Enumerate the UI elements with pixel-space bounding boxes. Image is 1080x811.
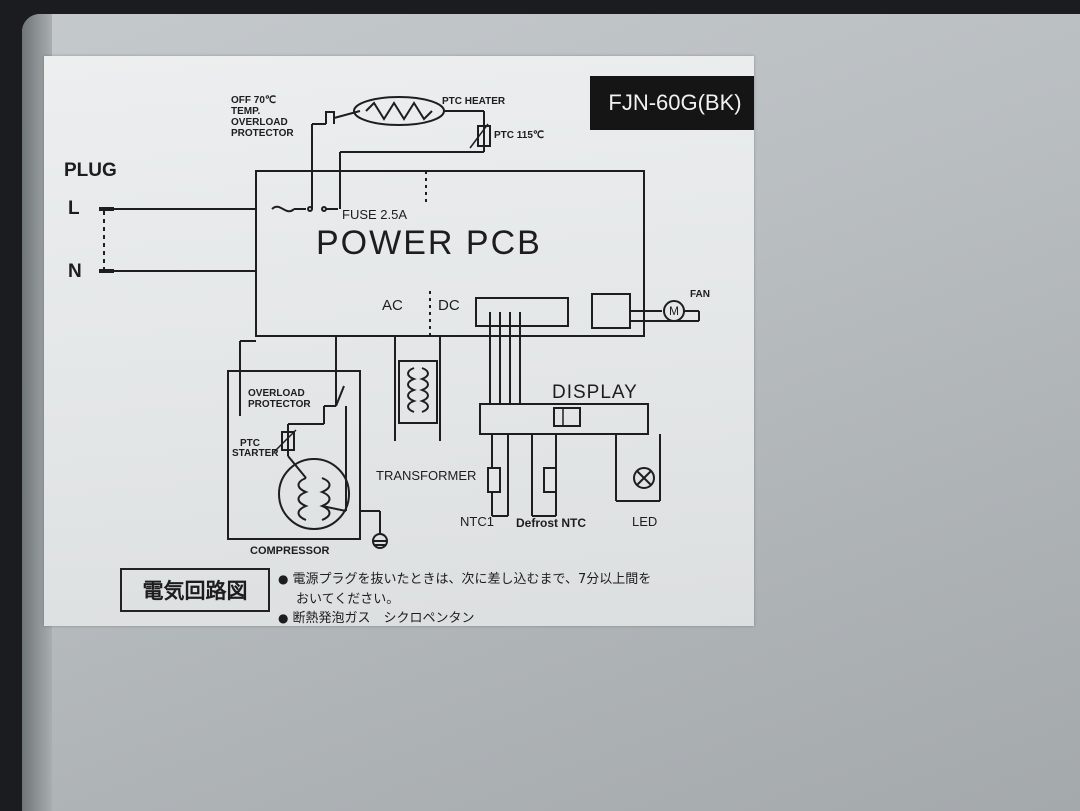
compressor-block-box bbox=[227, 370, 361, 540]
led-symbol bbox=[633, 467, 655, 489]
power-pcb-box bbox=[255, 170, 645, 337]
ntc1-label: NTC1 bbox=[460, 514, 494, 529]
fan-driver-box bbox=[591, 293, 631, 329]
display-digits bbox=[553, 407, 581, 427]
top-protector-label: PROTECTOR bbox=[231, 128, 294, 139]
motor-symbol-label: M bbox=[669, 304, 679, 318]
ptc-label: PTC bbox=[240, 438, 260, 449]
defrost-ntc-symbol bbox=[543, 467, 557, 493]
note-line-1: ●電源プラグを抜いたときは、次に差し込むまで、7分以上間を bbox=[278, 568, 651, 587]
starter-label: STARTER bbox=[232, 448, 279, 459]
model-number-box: FJN-60G(BK) bbox=[590, 76, 754, 130]
ntc1-symbol bbox=[487, 467, 501, 493]
model-number: FJN-60G(BK) bbox=[608, 90, 742, 115]
circuit-diagram-title-box: 電気回路図 bbox=[120, 568, 270, 612]
circuit-diagram-title: 電気回路図 bbox=[142, 579, 248, 603]
top-overload-label: OVERLOAD bbox=[231, 117, 288, 128]
ptc-starter-symbol bbox=[281, 431, 295, 451]
note-line-2: おいてください。 bbox=[296, 588, 399, 607]
circuit-diagram bbox=[99, 96, 700, 549]
fuse-label: FUSE 2.5A bbox=[342, 207, 408, 222]
off-temp-label: OFF 70℃ bbox=[231, 95, 277, 106]
led-label: LED bbox=[632, 514, 658, 529]
ptc-heater-label: PTC HEATER bbox=[442, 96, 506, 107]
ptc-115-label: PTC 115℃ bbox=[494, 130, 545, 141]
top-overload-switch bbox=[325, 111, 335, 124]
plug-l-label: L bbox=[68, 198, 80, 219]
power-pcb-label: POWER PCB bbox=[316, 224, 542, 262]
bullet-1: ● bbox=[278, 572, 289, 586]
display-board-box bbox=[479, 403, 649, 435]
note-text-1: 電源プラグを抜いたときは、次に差し込むまで、7分以上間を bbox=[292, 572, 652, 587]
transformer-symbol bbox=[398, 360, 438, 424]
ac-label: AC bbox=[382, 297, 403, 314]
temp-label: TEMP. bbox=[231, 106, 261, 117]
ptc-115-symbol bbox=[477, 125, 491, 147]
note-text-2: おいてください。 bbox=[296, 592, 400, 607]
dc-connector-block bbox=[475, 297, 569, 327]
plug-label: PLUG bbox=[64, 160, 117, 181]
defrost-ntc-label: Defrost NTC bbox=[516, 516, 587, 530]
fuse-symbol bbox=[271, 205, 295, 213]
comp-protector-label: PROTECTOR bbox=[248, 399, 311, 410]
compressor-label: COMPRESSOR bbox=[250, 545, 330, 557]
display-label: DISPLAY bbox=[552, 382, 638, 403]
comp-overload-label: OVERLOAD bbox=[248, 388, 305, 399]
transformer-label: TRANSFORMER bbox=[376, 468, 477, 483]
note-line-3: ●断熱発泡ガス シクロペンタン bbox=[278, 607, 475, 626]
bullet-3: ● bbox=[278, 611, 289, 625]
note-text-3: 断熱発泡ガス シクロペンタン bbox=[292, 611, 475, 626]
fan-label: FAN bbox=[690, 289, 710, 300]
wiring-diagram-label: FJN-60G(BK) PLUG L N OFF 70℃ TEMP. OVERL… bbox=[44, 56, 754, 626]
plug-n-label: N bbox=[68, 261, 82, 282]
dc-label: DC bbox=[438, 297, 460, 314]
compressor-motor-symbol bbox=[278, 458, 350, 530]
